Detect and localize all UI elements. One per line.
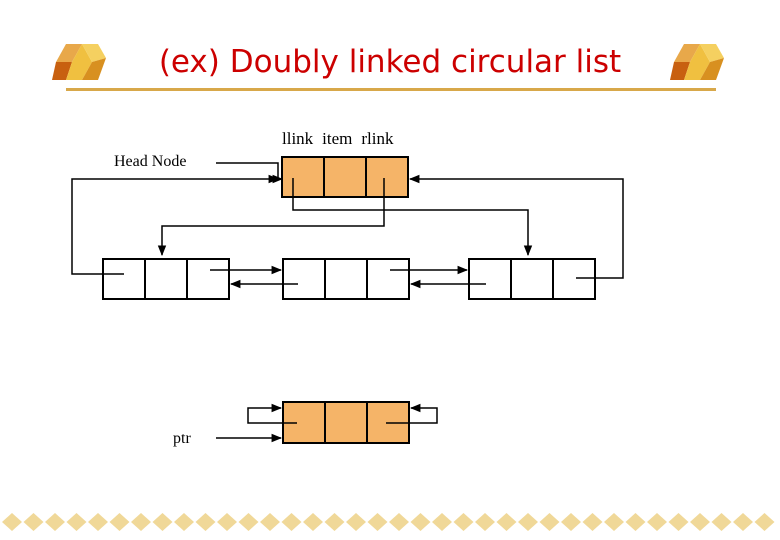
footer-diamond: [217, 513, 237, 531]
node-3-item-cell: [510, 258, 554, 300]
footer-diamond: [66, 513, 87, 531]
footer-diamond: [281, 513, 302, 531]
node-2-item-cell: [324, 258, 368, 300]
footer-diamond: [45, 513, 65, 531]
head-rlink-arrow: [157, 178, 385, 257]
footer-diamond: [690, 513, 710, 531]
title-underline: [66, 88, 716, 91]
footer-diamond: [23, 513, 44, 531]
footer-diamond: [410, 513, 431, 531]
footer-diamond: [109, 513, 130, 531]
footer-diamond: [625, 513, 646, 531]
cube-logo-icon: [52, 44, 106, 80]
list-node-3: [468, 258, 596, 300]
footer-diamond: [367, 513, 388, 531]
head-node-llink-cell: [281, 156, 325, 198]
node-1-llink-cell: [102, 258, 146, 300]
footer-diamond: [260, 513, 280, 531]
footer-diamond: [561, 513, 581, 531]
footer-diamond: [453, 513, 474, 531]
footer-diamond: [711, 513, 732, 531]
head-node-item-cell: [323, 156, 367, 198]
empty-node-rlink-loop: [386, 403, 438, 424]
footer-diamond: [496, 513, 517, 531]
footer-diamond: [604, 513, 624, 531]
footer-diamond: [539, 513, 560, 531]
field-llink-label: llink: [282, 129, 314, 148]
footer-diamond: [733, 513, 753, 531]
footer-diamond: [88, 513, 108, 531]
node-3-rlink-cell: [552, 258, 596, 300]
list-node-1: [102, 258, 230, 300]
field-item-label: item: [322, 129, 353, 148]
head-node-label: Head Node: [114, 153, 187, 170]
node3-rlink-arrow: [408, 174, 624, 279]
head-node-rlink-cell: [365, 156, 409, 198]
footer-diamond: [131, 513, 151, 531]
node-2-rlink-cell: [366, 258, 410, 300]
slide-title: (ex) Doubly linked circular list: [158, 44, 622, 80]
footer-diamond: [195, 513, 216, 531]
footer-diamond: [647, 513, 667, 531]
node-1-item-cell: [144, 258, 188, 300]
diamond-pattern-icon: [2, 513, 775, 531]
empty-node-item-cell: [324, 401, 368, 444]
empty-list-node: [282, 401, 410, 444]
footer-diamond: [754, 513, 775, 531]
footer-diamond: [238, 513, 259, 531]
head-llink-arrow: [292, 178, 533, 257]
footer-diamond: [174, 513, 194, 531]
ptr-label: ptr: [173, 430, 191, 447]
footer-diamond: [303, 513, 323, 531]
footer-diamond: [668, 513, 689, 531]
node1-llink-arrow: [71, 174, 280, 275]
node-2-llink-cell: [282, 258, 326, 300]
footer-diamond: [2, 513, 22, 531]
footer-diamond: [582, 513, 603, 531]
footer-diamond: [475, 513, 495, 531]
head-node: [281, 156, 409, 198]
head-pointer-arrow: [216, 162, 284, 184]
empty-node-llink-loop: [247, 403, 297, 424]
field-rlink-label: rlink: [361, 129, 394, 148]
footer-diamond: [518, 513, 538, 531]
footer-diamond: [346, 513, 366, 531]
cube-logo-icon: [670, 44, 724, 80]
footer-diamond: [432, 513, 452, 531]
field-labels: llink item rlink: [282, 129, 403, 149]
footer-diamond: [324, 513, 345, 531]
node-1-rlink-cell: [186, 258, 230, 300]
node-3-llink-cell: [468, 258, 512, 300]
list-node-2: [282, 258, 410, 300]
footer-diamond: [389, 513, 409, 531]
footer-diamond: [152, 513, 173, 531]
